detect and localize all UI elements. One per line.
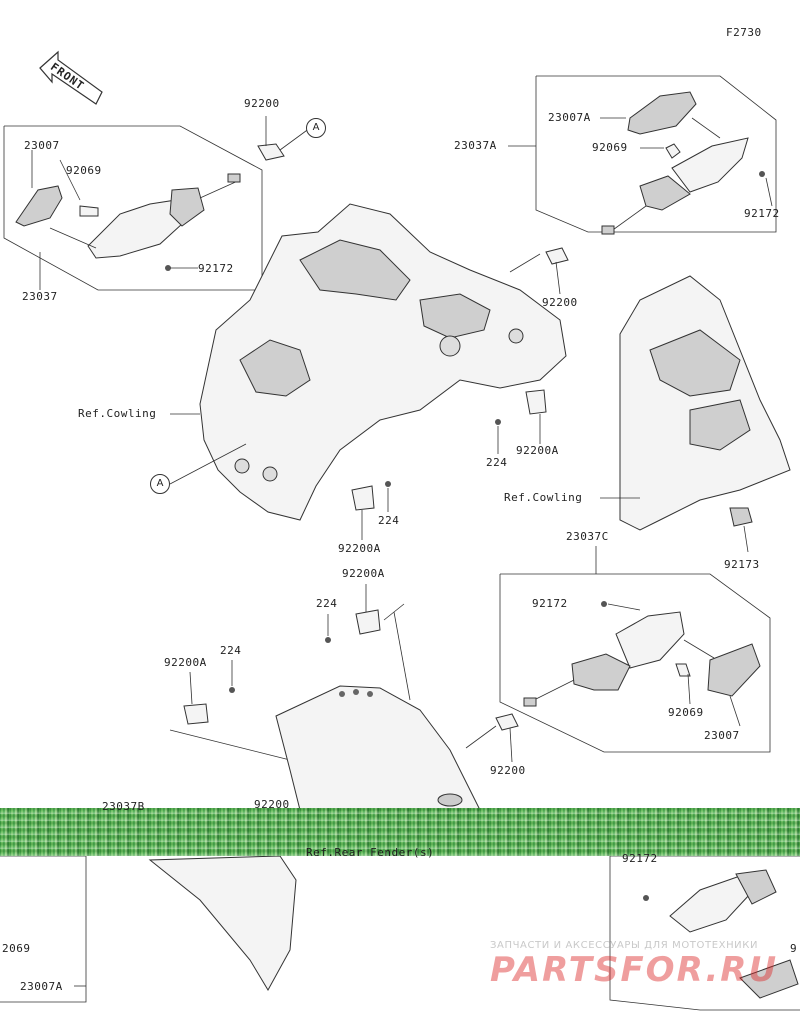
- part-label-92069-left[interactable]: 92069: [66, 164, 102, 177]
- part-label-92200-c[interactable]: 92200: [490, 764, 526, 777]
- part-label-92200A-b[interactable]: 92200A: [338, 542, 381, 555]
- part-label-2069-bottom[interactable]: 2069: [2, 942, 31, 955]
- part-label-224-d[interactable]: 224: [220, 644, 242, 657]
- part-label-92172-left[interactable]: 92172: [198, 262, 234, 275]
- watermark-brand: PARTSFOR.RU: [490, 950, 779, 990]
- part-label-224-b[interactable]: 224: [378, 514, 400, 527]
- part-label-92200A-a[interactable]: 92200A: [516, 444, 559, 457]
- scan-noise-band: [0, 808, 800, 856]
- part-label-92172-bottom[interactable]: 92172: [622, 852, 658, 865]
- clip-92200A-center: [351, 481, 391, 540]
- part-label-23037B[interactable]: 23037B: [102, 800, 145, 813]
- bracket-92200-lower: [465, 713, 519, 763]
- part-label-92200-bottom[interactable]: 92200: [254, 798, 290, 811]
- rear-fender: [148, 685, 481, 992]
- ref-cowling-right[interactable]: Ref.Cowling: [504, 491, 583, 504]
- bracket-92200-top: [257, 116, 311, 161]
- part-label-92069-c[interactable]: 92069: [668, 706, 704, 719]
- assembly-box-23037A: [508, 75, 777, 235]
- clip-92200A-left: [169, 660, 291, 761]
- front-arrow-icon: [39, 50, 103, 105]
- part-label-23007-c[interactable]: 23007: [704, 729, 740, 742]
- part-label-23037C[interactable]: 23037C: [566, 530, 609, 543]
- clip-92200A-right: [495, 389, 547, 454]
- part-label-23007-left[interactable]: 23007: [24, 139, 60, 152]
- part-label-92200-mid[interactable]: 92200: [542, 296, 578, 309]
- watermark-tagline: ЗАПЧАСТИ И АКСЕССУАРЫ ДЛЯ МОТОТЕХНИКИ: [490, 940, 759, 951]
- part-label-9-cut[interactable]: 9: [790, 942, 798, 955]
- ref-cowling-left[interactable]: Ref.Cowling: [78, 407, 157, 420]
- scan-noise-overlay: [0, 808, 800, 856]
- figure-code: F2730: [726, 26, 762, 39]
- part-label-92200A-c[interactable]: 92200A: [342, 567, 385, 580]
- part-label-23007A-bottom[interactable]: 23007A: [20, 980, 63, 993]
- assembly-box-23037B: [0, 855, 87, 1003]
- part-label-92173[interactable]: 92173: [724, 558, 760, 571]
- part-label-92172-c[interactable]: 92172: [532, 597, 568, 610]
- ref-rear-fender[interactable]: Ref.Rear Fender(s): [306, 846, 435, 859]
- part-label-23037A[interactable]: 23037A: [454, 139, 497, 152]
- rear-subframe: [600, 275, 791, 553]
- assembly-box-bottom-right: [609, 855, 800, 1011]
- part-label-224-c[interactable]: 224: [316, 597, 338, 610]
- upper-cowling-frame: [169, 203, 567, 521]
- part-label-224-a[interactable]: 224: [486, 456, 508, 469]
- assembly-box-23037: [3, 125, 263, 291]
- bracket-92200-mid: [509, 247, 569, 295]
- part-label-92200-top[interactable]: 92200: [244, 97, 280, 110]
- part-label-92172-right-top[interactable]: 92172: [744, 207, 780, 220]
- part-label-23037-left[interactable]: 23037: [22, 290, 58, 303]
- reference-marker-a-top: A: [306, 118, 326, 138]
- clip-92200A-lower: [325, 584, 411, 701]
- part-label-92069-right-top[interactable]: 92069: [592, 141, 628, 154]
- assembly-box-23037C: [499, 546, 771, 753]
- part-label-92200A-d[interactable]: 92200A: [164, 656, 207, 669]
- reference-marker-a-lower: A: [150, 474, 170, 494]
- part-label-23007A[interactable]: 23007A: [548, 111, 591, 124]
